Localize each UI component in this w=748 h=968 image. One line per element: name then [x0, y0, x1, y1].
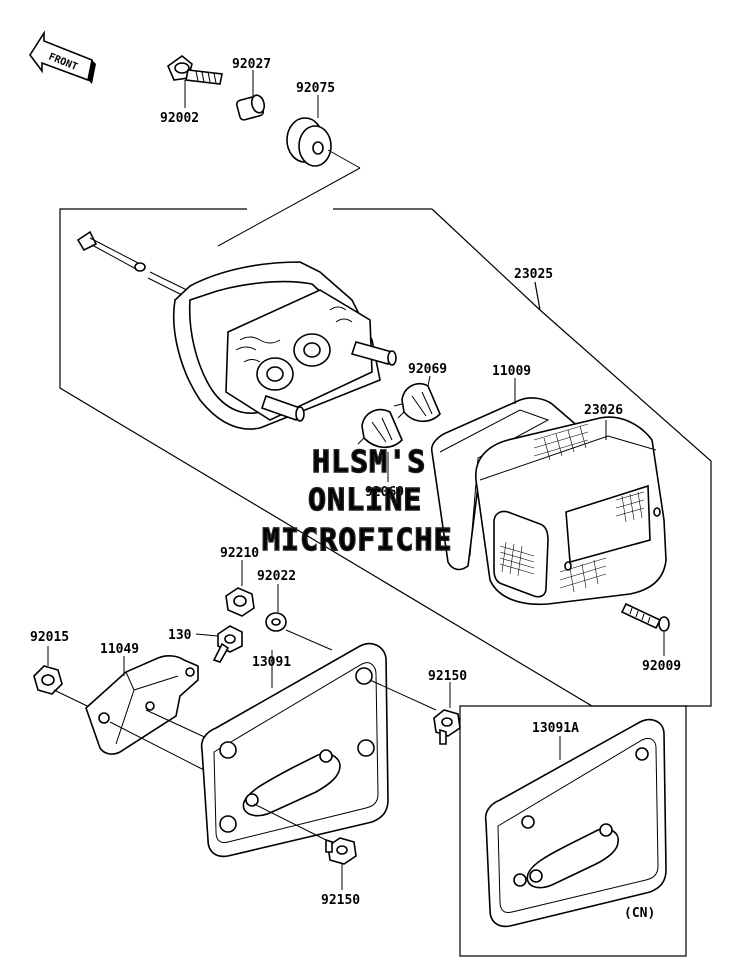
bracket-11049 — [85, 655, 199, 755]
bolt-92150-right — [433, 709, 461, 745]
bulb-92069-upper — [393, 382, 441, 423]
front-arrow-icon: FRONT — [29, 30, 96, 84]
license-bracket-13091A — [484, 718, 667, 928]
wire-harness — [76, 230, 196, 301]
cn-inset-frame — [459, 705, 687, 957]
lens-23026 — [475, 416, 667, 606]
region-note-cn: (CN) — [624, 906, 655, 921]
part-label-13091: 13091 — [252, 655, 291, 670]
part-label-92027: 92027 — [232, 57, 271, 72]
nut-92210 — [225, 587, 255, 617]
part-label-11009: 11009 — [492, 364, 531, 379]
screw-92009 — [620, 602, 670, 632]
part-label-92075: 92075 — [296, 81, 335, 96]
part-label-92009: 92009 — [642, 659, 681, 674]
bolt-92150-bottom — [325, 837, 357, 865]
collar-92027 — [235, 94, 266, 121]
bolt-130 — [212, 625, 243, 663]
bulb-92069-lower — [357, 408, 403, 449]
tail-lamp-housing-23025 — [172, 261, 397, 430]
washer-92022 — [265, 612, 287, 632]
part-label-23025: 23025 — [514, 267, 553, 282]
part-label-92210: 92210 — [220, 546, 259, 561]
part-label-92069-lower: 92069 — [365, 485, 404, 500]
part-label-13091A: 13091A — [532, 721, 579, 736]
part-label-92069-upper: 92069 — [408, 362, 447, 377]
part-label-92015: 92015 — [30, 630, 69, 645]
part-label-92022: 92022 — [257, 569, 296, 584]
part-label-130: 130 — [168, 628, 192, 643]
watermark-line-3: MICROFICHE — [262, 523, 453, 558]
license-bracket-13091 — [200, 642, 389, 858]
part-label-92150-bottom: 92150 — [321, 893, 360, 908]
part-label-92150-right: 92150 — [428, 669, 467, 684]
part-label-11049: 11049 — [100, 642, 139, 657]
grommet-92075 — [286, 117, 332, 167]
watermark-line-1: HLSM'S — [312, 445, 426, 480]
nut-92015 — [33, 665, 63, 695]
bolt-92002 — [167, 54, 223, 85]
part-label-92002: 92002 — [160, 111, 199, 126]
watermark-line-2: ONLINE — [308, 483, 422, 518]
part-label-23026: 23026 — [584, 403, 623, 418]
